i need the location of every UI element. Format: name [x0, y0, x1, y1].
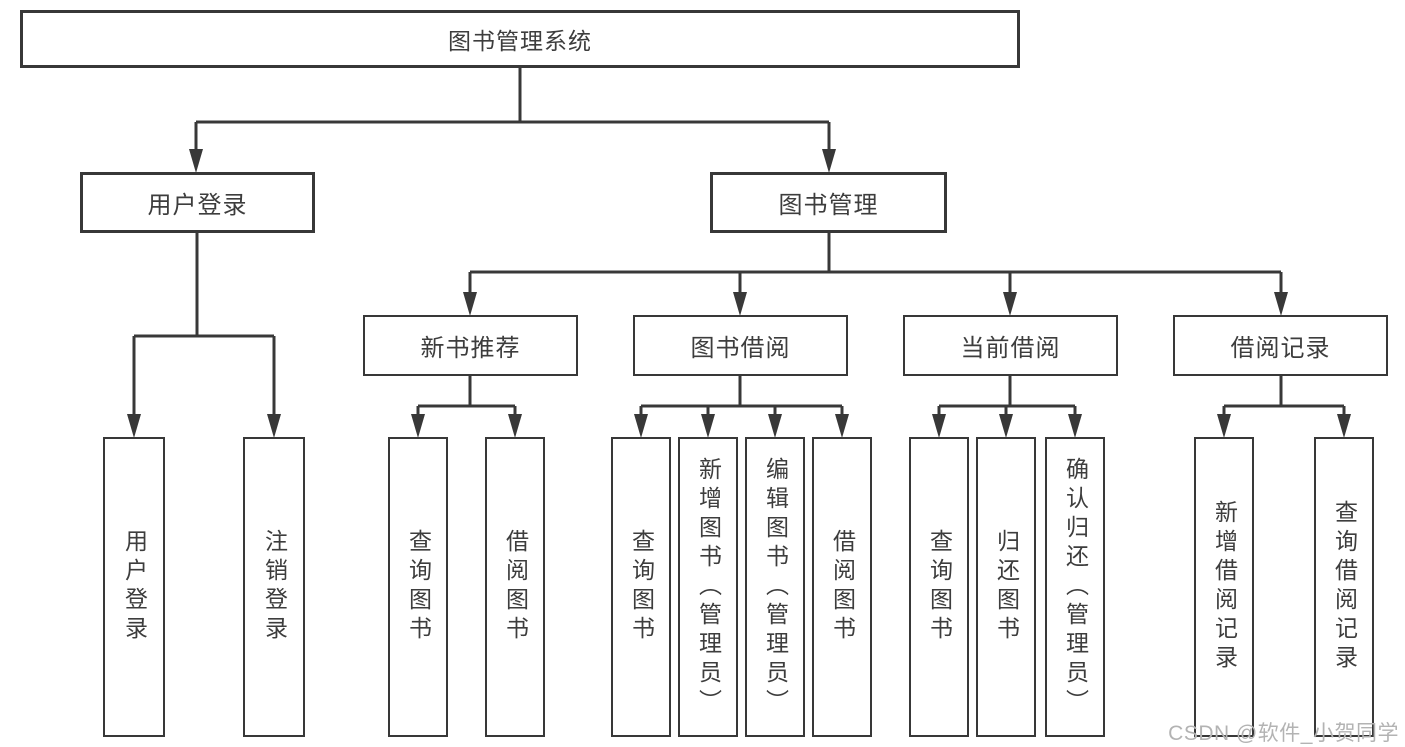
node-label: 借阅记录 [1230, 335, 1331, 362]
leaf-add-book-admin: 新增图书（管理员） [678, 437, 738, 737]
node-book-management: 图书管理 [710, 172, 947, 233]
node-user-login: 用户登录 [80, 172, 315, 233]
node-label: 新增借阅记录 [1211, 500, 1238, 674]
node-label: 查询图书 [628, 529, 655, 645]
leaf-user-login: 用户登录 [103, 437, 165, 737]
node-label: 新增图书（管理员） [695, 456, 722, 718]
leaf-query-books-current: 查询图书 [909, 437, 969, 737]
node-book-borrowing: 图书借阅 [633, 315, 848, 376]
node-label: 查询图书 [926, 529, 953, 645]
csdn-watermark: CSDN @软件_小贺同学 [1168, 722, 1399, 745]
node-root-library-management-system: 图书管理系统 [20, 10, 1020, 68]
node-label: 当前借阅 [960, 335, 1061, 362]
node-label: 归还图书 [993, 529, 1020, 645]
leaf-confirm-return-admin: 确认归还（管理员） [1045, 437, 1105, 737]
node-label: 新书推荐 [420, 335, 521, 362]
leaf-query-books-borrowing: 查询图书 [611, 437, 671, 737]
node-borrowing-records: 借阅记录 [1173, 315, 1388, 376]
node-current-borrowing: 当前借阅 [903, 315, 1118, 376]
node-label: 图书借阅 [690, 335, 791, 362]
arrowheads [127, 149, 1351, 438]
node-label: 查询借阅记录 [1331, 500, 1358, 674]
leaf-query-books-recommend: 查询图书 [388, 437, 448, 737]
node-label: 确认归还（管理员） [1062, 456, 1089, 718]
node-label: 注销登录 [261, 529, 288, 645]
node-new-book-recommend: 新书推荐 [363, 315, 578, 376]
node-label: 编辑图书（管理员） [762, 456, 789, 718]
node-label: 查询图书 [405, 529, 432, 645]
leaf-logout: 注销登录 [243, 437, 305, 737]
node-label: 用户登录 [147, 192, 248, 219]
leaf-return-books: 归还图书 [976, 437, 1036, 737]
node-label: 图书管理系统 [448, 28, 592, 54]
leaf-query-borrow-record: 查询借阅记录 [1314, 437, 1374, 737]
node-label: 借阅图书 [502, 529, 529, 645]
leaf-borrow-books-recommend: 借阅图书 [485, 437, 545, 737]
node-label: 借阅图书 [829, 529, 856, 645]
leaf-add-borrow-record: 新增借阅记录 [1194, 437, 1254, 737]
leaf-edit-book-admin: 编辑图书（管理员） [745, 437, 805, 737]
node-label: 图书管理 [778, 192, 879, 219]
leaf-borrow-books-borrowing: 借阅图书 [812, 437, 872, 737]
node-label: 用户登录 [121, 529, 148, 645]
